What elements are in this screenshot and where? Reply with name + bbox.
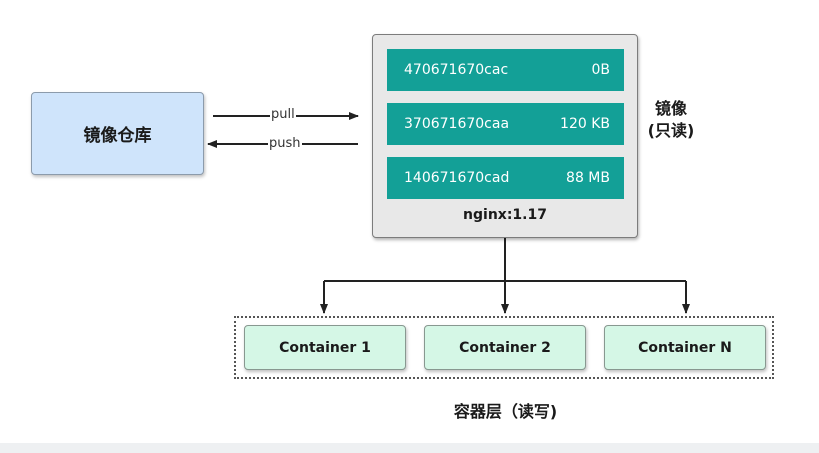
layer-id: 370671670caa — [404, 116, 510, 132]
layer-size: 120 KB — [560, 116, 610, 132]
image-panel: 470671670cac 0B 370671670caa 120 KB 1406… — [372, 34, 638, 238]
layer-size: 88 MB — [566, 170, 610, 186]
container-label: Container 2 — [459, 339, 551, 356]
container-box: Container 1 — [244, 325, 406, 370]
image-layer: 140671670cad 88 MB — [387, 157, 624, 199]
image-caption-title: 镜像 — [654, 99, 687, 118]
image-registry-label: 镜像仓库 — [83, 126, 152, 146]
pull-label: pull — [270, 107, 296, 123]
container-label: Container 1 — [279, 339, 371, 356]
layer-size: 0B — [591, 62, 610, 78]
image-tag: nginx:1.17 — [463, 207, 547, 223]
image-caption: 镜像 (只读) — [646, 98, 696, 142]
container-box: Container N — [604, 325, 766, 370]
bottom-band — [0, 443, 819, 453]
push-label: push — [268, 136, 302, 152]
container-box: Container 2 — [424, 325, 586, 370]
image-layer: 370671670caa 120 KB — [387, 103, 624, 145]
container-layer-frame — [234, 316, 774, 379]
image-caption-subtitle: (只读) — [647, 121, 695, 140]
container-label: Container N — [638, 339, 732, 356]
image-layer: 470671670cac 0B — [387, 49, 624, 91]
image-registry-box: 镜像仓库 — [31, 92, 204, 175]
layer-id: 140671670cad — [404, 170, 510, 186]
layer-id: 470671670cac — [404, 62, 509, 78]
container-layer-caption: 容器层（读写) — [453, 402, 558, 421]
